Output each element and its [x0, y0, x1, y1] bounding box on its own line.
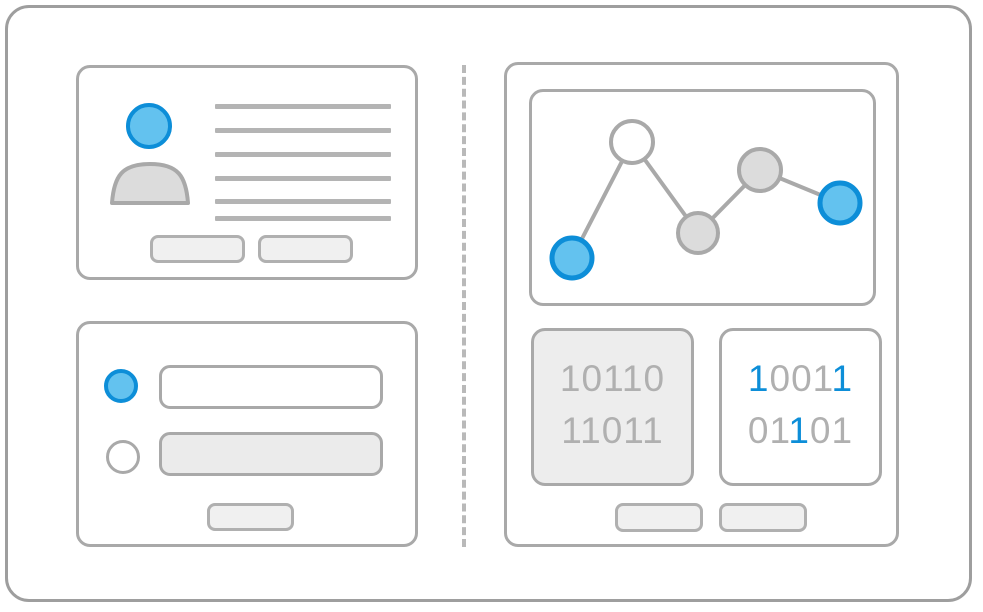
- chart-point-2: [609, 119, 655, 165]
- profile-text-line: [215, 176, 391, 181]
- binary-row: 11011: [531, 405, 694, 457]
- vertical-dashed-divider: [462, 65, 466, 547]
- binary-digit: 0: [643, 358, 666, 399]
- binary-digit: 0: [809, 410, 832, 451]
- profile-secondary-button[interactable]: [258, 235, 353, 263]
- binary-digit: 1: [623, 410, 643, 451]
- binary-digit: 0: [791, 358, 813, 399]
- chart-point-4: [737, 147, 783, 193]
- line-chart: [549, 119, 863, 281]
- option-2-input-field[interactable]: [159, 432, 383, 476]
- person-body-icon: [110, 162, 190, 205]
- binary-digit: 1: [812, 358, 832, 399]
- binary-panel-left: [531, 328, 694, 486]
- profile-text-line: [215, 104, 391, 109]
- binary-digit: 0: [601, 410, 624, 451]
- binary-digit: 1: [561, 410, 581, 451]
- binary-digit: 1: [559, 358, 582, 399]
- chart-point-1: [549, 235, 595, 281]
- binary-digit: 1: [788, 410, 810, 451]
- binary-digit: 1: [747, 358, 770, 399]
- binary-row: 10110: [531, 353, 694, 405]
- binary-digit: 1: [580, 410, 602, 451]
- profile-text-line: [215, 128, 391, 133]
- binary-digit: 0: [747, 410, 770, 451]
- binary-digit: 0: [769, 358, 792, 399]
- binary-digit: 1: [621, 358, 644, 399]
- radio-button-option-2[interactable]: [106, 440, 140, 474]
- binary-digit: 1: [769, 410, 789, 451]
- option-1-input-field[interactable]: [159, 365, 383, 409]
- binary-row: 10011: [719, 353, 882, 405]
- chart-point-5: [817, 180, 863, 226]
- chart-point-3: [676, 211, 720, 255]
- binary-digit: 1: [831, 358, 854, 399]
- binary-digit: 1: [642, 410, 664, 451]
- profile-text-line: [215, 199, 391, 204]
- binary-digit: 0: [581, 358, 604, 399]
- options-submit-button[interactable]: [207, 503, 294, 531]
- analysis-secondary-button[interactable]: [719, 503, 807, 532]
- binary-panel-right: [719, 328, 882, 486]
- binary-row: 01101: [719, 405, 882, 457]
- binary-digit: 1: [603, 358, 622, 399]
- radio-button-option-1[interactable]: [104, 369, 138, 403]
- person-head-icon: [126, 103, 172, 149]
- profile-text-line: [215, 216, 391, 221]
- profile-primary-button[interactable]: [150, 235, 245, 263]
- binary-digit: 1: [831, 410, 854, 451]
- analysis-primary-button[interactable]: [615, 503, 703, 532]
- profile-text-line: [215, 152, 391, 157]
- binary-panel-left-text: 10110 11011: [531, 353, 694, 457]
- binary-panel-right-text: 10011 01101: [719, 353, 882, 457]
